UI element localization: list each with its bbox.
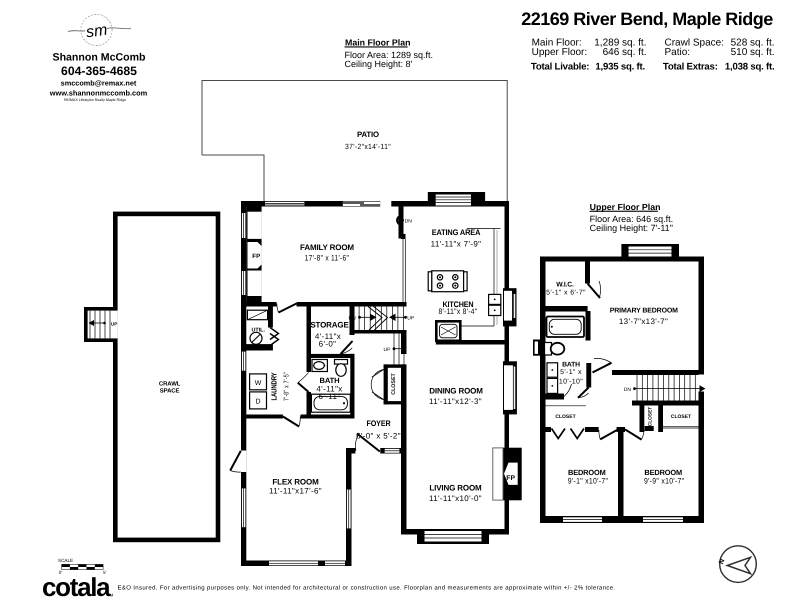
svg-text:CLOSET: CLOSET [648, 407, 654, 427]
svg-text:604-365-4685: 604-365-4685 [61, 64, 137, 78]
svg-text:11'-11"x 7'-9": 11'-11"x 7'-9" [431, 240, 482, 249]
svg-text:CLOSET: CLOSET [391, 372, 397, 394]
svg-text:UP: UP [407, 316, 415, 322]
svg-text:Patio:: Patio: [665, 47, 691, 58]
svg-text:UP: UP [111, 321, 117, 326]
svg-text:DN: DN [349, 316, 357, 322]
svg-text:PATIO: PATIO [357, 130, 379, 139]
svg-text:PRIMARY BEDROOM: PRIMARY BEDROOM [610, 308, 678, 315]
svg-text:5'-1" x 6'-7": 5'-1" x 6'-7" [546, 289, 586, 296]
svg-text:Main Floor:: Main Floor: [532, 37, 582, 48]
svg-text:DN: DN [624, 387, 632, 393]
svg-text:Crawl Space:: Crawl Space: [665, 37, 724, 48]
svg-text:D: D [255, 398, 260, 405]
svg-text:1,935 sq. ft.: 1,935 sq. ft. [595, 62, 645, 73]
svg-text:Total Extras:: Total Extras: [663, 62, 718, 73]
svg-text:CRAWL: CRAWL [159, 381, 181, 388]
svg-text:Upper Floor:: Upper Floor: [532, 47, 588, 58]
svg-text:8'-11"x 8'-4": 8'-11"x 8'-4" [439, 307, 478, 316]
svg-text:Upper Floor Plan: Upper Floor Plan [590, 202, 661, 212]
svg-text:9'-9" x10'-7": 9'-9" x10'-7" [644, 477, 685, 486]
svg-text:17'-8" x 11'-6": 17'-8" x 11'-6" [305, 253, 350, 262]
svg-text:FP: FP [506, 475, 515, 482]
svg-text:Total Livable:: Total Livable: [531, 62, 589, 73]
svg-text:W: W [255, 380, 262, 387]
svg-text:11'-11"x12'-3": 11'-11"x12'-3" [429, 397, 482, 406]
svg-text:CLOSET: CLOSET [555, 414, 575, 420]
svg-text:smccomb@remax.net: smccomb@remax.net [61, 78, 137, 87]
svg-text:5': 5' [103, 570, 107, 575]
svg-text:6'-0": 6'-0" [319, 340, 337, 349]
svg-text:5'-1" x: 5'-1" x [560, 369, 582, 376]
svg-text:11'-11"x17'-6": 11'-11"x17'-6" [269, 487, 322, 496]
svg-text:FP: FP [252, 253, 260, 260]
svg-text:cotala: cotala [42, 572, 111, 602]
svg-text:STORAGE: STORAGE [310, 321, 349, 330]
svg-text:528 sq. ft.: 528 sq. ft. [731, 37, 775, 48]
svg-text:6'-11": 6'-11" [319, 392, 341, 401]
svg-text:KITCHEN: KITCHEN [443, 300, 474, 309]
svg-text:510 sq. ft.: 510 sq. ft. [731, 47, 775, 58]
svg-text:4'-11"x: 4'-11"x [316, 384, 342, 393]
svg-text:7'-8" x 7'-5": 7'-8" x 7'-5" [284, 372, 291, 401]
svg-text:FOYER: FOYER [367, 419, 391, 428]
svg-text:UP: UP [384, 347, 392, 353]
svg-text:0': 0' [59, 570, 63, 575]
svg-text:FAMILY ROOM: FAMILY ROOM [300, 243, 354, 252]
svg-text:SCALE: SCALE [58, 558, 73, 563]
svg-text:sm: sm [85, 22, 108, 42]
svg-text:4'-11"x: 4'-11"x [315, 332, 341, 341]
svg-text:1,038 sq. ft.: 1,038 sq. ft. [725, 62, 775, 73]
svg-text:13'-7"x13'-7": 13'-7"x13'-7" [619, 317, 668, 326]
svg-text:646 sq. ft.: 646 sq. ft. [603, 47, 647, 58]
svg-text:Main Floor Plan: Main Floor Plan [345, 38, 411, 48]
svg-text:11'-11"x10'-0": 11'-11"x10'-0" [429, 494, 482, 503]
svg-text:1,289 sq. ft.: 1,289 sq. ft. [594, 37, 646, 48]
svg-text:Floor Area: 1289 sq.ft.: Floor Area: 1289 sq.ft. [345, 50, 434, 60]
svg-text:W.I.C.: W.I.C. [556, 281, 574, 288]
svg-text:UTIL.: UTIL. [252, 327, 266, 333]
svg-text:37'-2"x14'-11": 37'-2"x14'-11" [345, 142, 391, 151]
svg-text:SPACE: SPACE [160, 387, 180, 394]
svg-text:BATH: BATH [562, 361, 580, 368]
svg-text:Floor Area: 646 sq.ft.: Floor Area: 646 sq.ft. [590, 214, 674, 224]
svg-text:EATING AREA: EATING AREA [432, 228, 481, 237]
svg-text:FLEX ROOM: FLEX ROOM [272, 478, 319, 487]
svg-text:DINING ROOM: DINING ROOM [429, 387, 483, 396]
svg-text:TM: TM [108, 593, 114, 598]
svg-text:N: N [718, 558, 726, 565]
svg-text:9'-1" x10'-7": 9'-1" x10'-7" [568, 477, 609, 486]
svg-text:E&O Insured. For advertising p: E&O Insured. For advertising purposes on… [118, 584, 616, 591]
svg-text:6'-0" x 5'-2": 6'-0" x 5'-2" [356, 432, 401, 441]
svg-text:BEDROOM: BEDROOM [568, 468, 606, 477]
svg-text:Ceiling Height: 7'-11": Ceiling Height: 7'-11" [590, 223, 673, 233]
svg-text:BATH: BATH [320, 376, 340, 385]
svg-text:LIVING ROOM: LIVING ROOM [429, 484, 482, 493]
svg-text:CLOSET: CLOSET [671, 414, 691, 420]
svg-text:Shannon McComb: Shannon McComb [53, 52, 147, 64]
svg-text:RE/MAX Lifestyles Realty Mapl: RE/MAX Lifestyles Realty Maple Ridge [64, 98, 126, 102]
svg-text:BEDROOM: BEDROOM [644, 468, 682, 477]
svg-text:22169 River Bend, Maple Ridge: 22169 River Bend, Maple Ridge [521, 9, 773, 29]
svg-text:LAUNDRY: LAUNDRY [270, 372, 279, 400]
svg-text:10'-10": 10'-10" [559, 378, 583, 385]
svg-text:www.shannonmccomb.com: www.shannonmccomb.com [49, 89, 148, 98]
svg-text:Ceiling Height: 8': Ceiling Height: 8' [345, 59, 413, 69]
svg-text:DN: DN [405, 219, 413, 225]
